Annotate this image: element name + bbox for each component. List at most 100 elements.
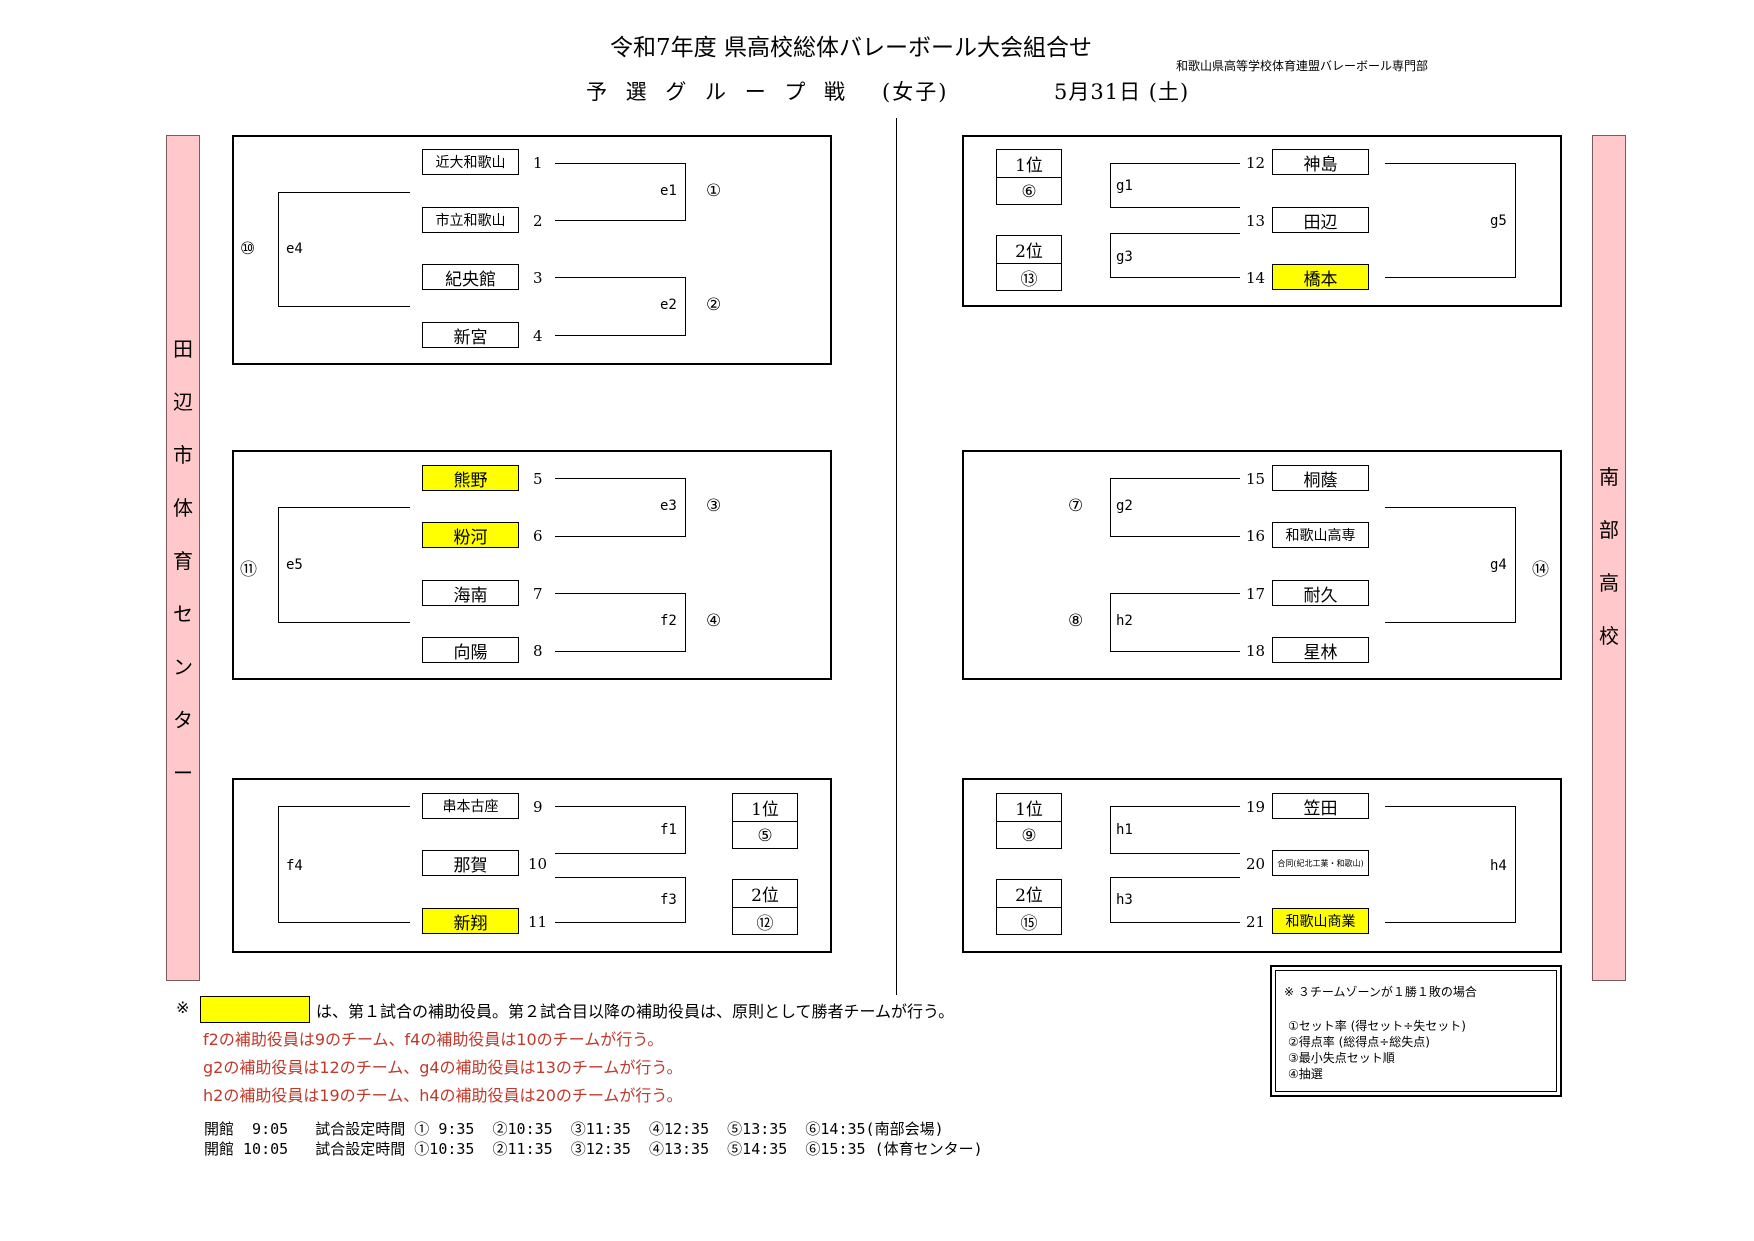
bracket-line xyxy=(685,593,686,652)
rank-box: 2位 ⑬ xyxy=(996,235,1062,291)
subtitle-date: 5月31日 (土) xyxy=(1054,80,1190,104)
match-label: e5 xyxy=(286,557,303,573)
rank-box: 2位 ⑫ xyxy=(732,879,798,935)
rank-label: 1位 xyxy=(733,794,797,822)
team-box: 粉河 xyxy=(422,522,519,548)
group-panel-h xyxy=(962,778,1562,953)
bracket-line xyxy=(1110,593,1111,652)
team-number: 18 xyxy=(1246,642,1266,660)
rank-label: 1位 xyxy=(997,794,1061,822)
team-number: 15 xyxy=(1246,470,1266,488)
match-order: ② xyxy=(706,295,722,315)
team-number: 20 xyxy=(1246,855,1266,873)
group-panel-e xyxy=(232,135,832,365)
rank-label: 2位 xyxy=(997,236,1061,264)
bracket-line xyxy=(1385,163,1516,164)
match-label: g1 xyxy=(1116,178,1133,194)
team-number: 1 xyxy=(533,154,543,172)
bracket-line xyxy=(1515,507,1516,623)
team-box: 新宮 xyxy=(422,322,519,348)
team-number: 12 xyxy=(1246,154,1266,172)
legend-title: ※ ３チームゾーンが１勝１敗の場合 xyxy=(1284,985,1477,999)
bracket-line xyxy=(555,877,685,878)
team-number: 17 xyxy=(1246,585,1266,603)
note-red-line: h2の補助役員は19のチーム、h4の補助役員は20のチームが行う。 xyxy=(203,1086,683,1105)
bracket-line xyxy=(555,220,685,221)
rank-box: 1位 ⑤ xyxy=(732,793,798,849)
group-panel-g xyxy=(962,135,1562,307)
bracket-line xyxy=(1110,163,1111,208)
bracket-line xyxy=(278,806,279,923)
bracket-line xyxy=(1110,207,1240,208)
rank-label: 2位 xyxy=(733,880,797,908)
team-box: 串本古座 xyxy=(422,793,519,819)
team-box: 和歌山高専 xyxy=(1272,522,1369,548)
bracket-line xyxy=(1515,163,1516,278)
team-box: 新翔 xyxy=(422,908,519,934)
bracket-line xyxy=(555,478,685,479)
highlight-swatch xyxy=(200,996,310,1023)
subtitle-gender: (女子) xyxy=(882,80,949,104)
schedule-line: 開館 9:05 試合設定時間 ① 9:35 ②10:35 ③11:35 ④12:… xyxy=(204,1120,944,1138)
match-label: g5 xyxy=(1490,213,1507,229)
team-box: 星林 xyxy=(1272,637,1369,663)
team-number: 14 xyxy=(1246,269,1266,287)
team-number: 3 xyxy=(533,269,543,287)
bracket-line xyxy=(1110,233,1111,278)
note-main: は、第１試合の補助役員。第２試合目以降の補助役員は、原則として勝者チームが行う。 xyxy=(316,1002,955,1021)
match-label: f2 xyxy=(660,613,677,629)
bracket-line xyxy=(1110,877,1111,923)
team-box: 近大和歌山 xyxy=(422,149,519,175)
rank-box: 1位 ⑥ xyxy=(996,149,1062,205)
team-number: 9 xyxy=(533,798,543,816)
rank-match: ⑫ xyxy=(756,914,774,934)
match-label: f1 xyxy=(660,822,677,838)
bracket-line xyxy=(555,536,685,537)
bracket-line xyxy=(1110,163,1240,164)
bracket-line xyxy=(1110,922,1240,923)
bracket-line xyxy=(1110,853,1240,854)
note-red-line: f2の補助役員は9のチーム、f4の補助役員は10のチームが行う。 xyxy=(203,1030,664,1049)
legend-item: ②得点率 (総得点÷総失点) xyxy=(1288,1035,1430,1049)
rank-match: ⑮ xyxy=(1020,914,1038,934)
bracket-line xyxy=(278,507,279,623)
match-label: g4 xyxy=(1490,557,1507,573)
schedule-line: 開館 10:05 試合設定時間 ①10:35 ②11:35 ③12:35 ④13… xyxy=(204,1140,983,1158)
team-box: 熊野 xyxy=(422,465,519,491)
bracket-line xyxy=(1515,806,1516,923)
match-label: h1 xyxy=(1116,822,1133,838)
bracket-line xyxy=(1385,922,1516,923)
match-order: ③ xyxy=(706,496,722,516)
bracket-line xyxy=(555,651,685,652)
legend-item: ④抽選 xyxy=(1288,1067,1323,1081)
team-box: 桐蔭 xyxy=(1272,465,1369,491)
bracket-line xyxy=(685,163,686,221)
team-number: 8 xyxy=(533,642,543,660)
bracket-line xyxy=(1385,622,1516,623)
team-number: 2 xyxy=(533,212,543,230)
team-box: 海南 xyxy=(422,580,519,606)
group-panel-f xyxy=(232,778,832,953)
bracket-line xyxy=(555,277,685,278)
rank-label: 2位 xyxy=(997,880,1061,908)
team-number: 5 xyxy=(533,470,543,488)
bracket-line xyxy=(555,335,685,336)
match-label: h2 xyxy=(1116,613,1133,629)
bracket-line xyxy=(555,806,685,807)
match-label: e1 xyxy=(660,183,677,199)
bracket-line xyxy=(278,922,410,923)
match-label: h3 xyxy=(1116,892,1133,908)
bracket-line xyxy=(278,192,279,307)
team-number: 6 xyxy=(533,527,543,545)
rank-label: 1位 xyxy=(997,150,1061,178)
bracket-line xyxy=(1110,536,1240,537)
team-box: 和歌山商業 xyxy=(1272,908,1369,934)
match-label: f3 xyxy=(660,892,677,908)
bracket-line xyxy=(278,806,410,807)
center-divider xyxy=(896,118,897,995)
rank-box: 2位 ⑮ xyxy=(996,879,1062,935)
team-box: 向陽 xyxy=(422,637,519,663)
team-box: 田辺 xyxy=(1272,207,1369,233)
match-order: ① xyxy=(706,181,722,201)
bracket-line xyxy=(1385,806,1516,807)
